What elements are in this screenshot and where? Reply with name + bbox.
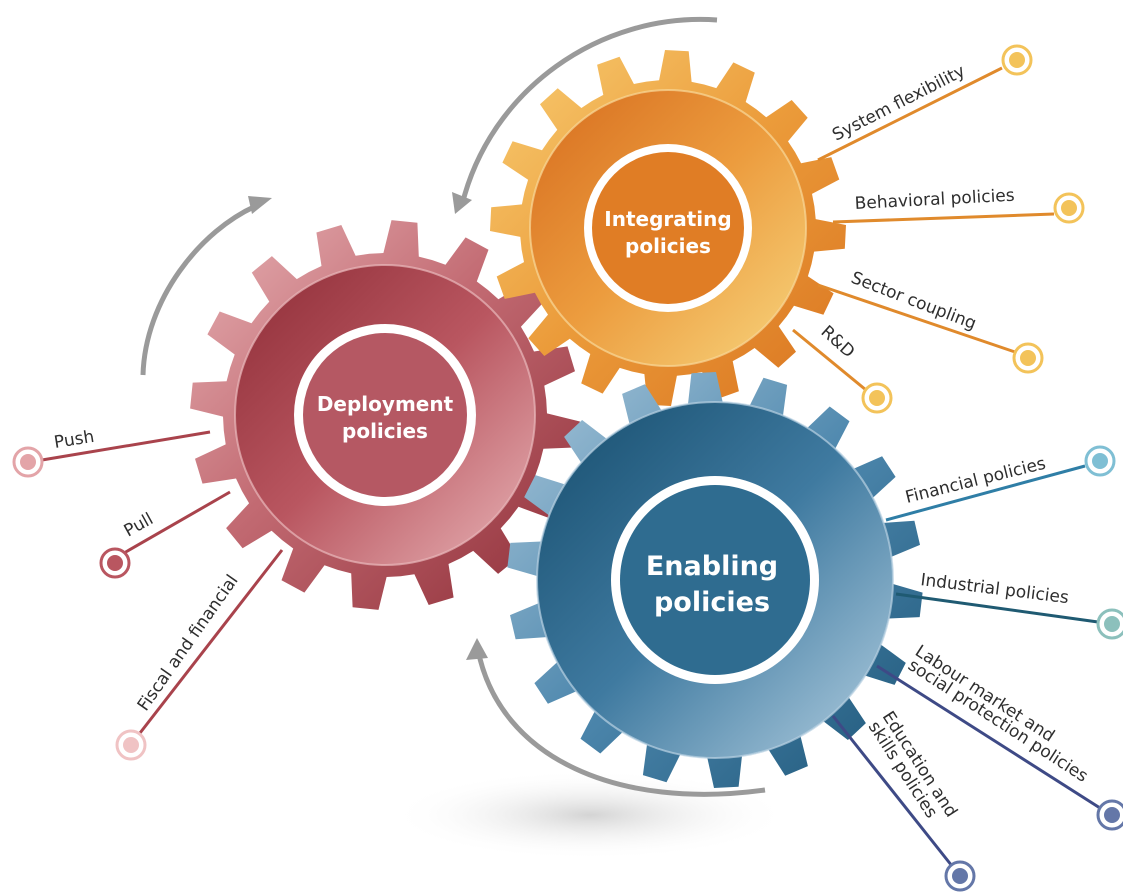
branch-fiscal-financial: Fiscal and financial — [115, 549, 284, 761]
arrowhead-icon — [248, 196, 272, 214]
branch-industrial-policies: Industrial policies — [895, 570, 1123, 640]
branch-financial-policies: Financial policies — [885, 445, 1116, 522]
branch-push: Push — [12, 427, 211, 478]
branch-label-push: Push — [53, 427, 96, 453]
branch-sector-coupling: Sector coupling — [817, 268, 1044, 374]
enabling-gear-title-line1: Enabling — [646, 551, 778, 582]
branch-pull: Pull — [99, 490, 231, 579]
branch-rd: R&D — [792, 322, 893, 414]
arrowhead-icon — [466, 638, 488, 660]
deployment-gear-title-line2: policies — [342, 419, 428, 443]
integrating-gear-hub — [592, 152, 744, 304]
branch-system-flexibility: System flexibility — [817, 44, 1033, 162]
integrating-gear-title-line1: Integrating — [604, 207, 731, 231]
arrow-arc-integrating — [459, 16, 718, 206]
deployment-gear-title-line1: Deployment — [317, 392, 454, 416]
branch-label-labour-line1: Labour market and — [911, 641, 1058, 746]
deployment-gear-hub — [303, 333, 467, 497]
integrating-gear: Integrating policies — [490, 50, 846, 406]
branch-label-system-flexibility: System flexibility — [829, 61, 968, 145]
enabling-gear-hub — [620, 485, 810, 675]
branch-behavioral-policies: Behavioral policies — [832, 186, 1085, 224]
branch-label-behavioral-policies: Behavioral policies — [854, 186, 1015, 214]
integrating-gear-title-line2: policies — [625, 234, 711, 258]
branch-label-fiscal-financial: Fiscal and financial — [134, 571, 243, 715]
enabling-gear-title-line2: policies — [654, 587, 770, 618]
arrow-arc-enabling — [475, 649, 766, 797]
deployment-gear: Deployment policies — [190, 220, 580, 610]
branch-label-industrial-policies: Industrial policies — [919, 570, 1070, 608]
enabling-gear: Enabling policies — [507, 372, 923, 788]
arrowhead-icon — [452, 192, 472, 214]
branch-education-skills: Education and skills policies — [831, 708, 976, 892]
arrow-arc-deployment — [140, 202, 259, 376]
